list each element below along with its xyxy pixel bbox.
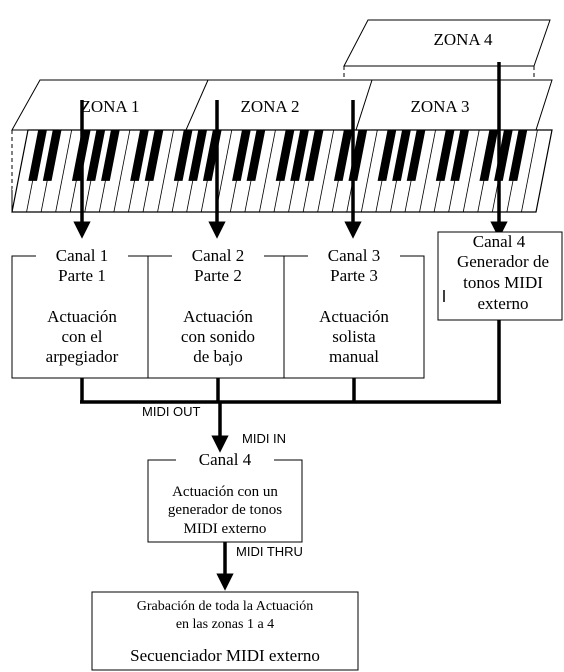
keyboard-keys xyxy=(26,129,538,213)
zone-3-label: ZONA 3 xyxy=(410,97,469,116)
generator-title: Canal 4 xyxy=(199,450,252,469)
black-key xyxy=(304,130,324,181)
midi-in-label: MIDI IN xyxy=(242,431,286,446)
part-boxes: Canal 1 Parte 1 Actuación con el arpegia… xyxy=(11,231,563,379)
black-key xyxy=(435,130,455,181)
white-key-edge xyxy=(360,129,378,213)
zone-2-label: ZONA 2 xyxy=(240,97,299,116)
part-box-2: Canal 2 Parte 2 Actuación con sonido de … xyxy=(147,246,289,379)
black-key xyxy=(479,130,499,181)
sequencer-name: Secuenciador MIDI externo xyxy=(130,646,320,665)
part-4-line-4: externo xyxy=(478,294,529,313)
midi-thru-label: MIDI THRU xyxy=(236,544,303,559)
part-3-line-1: Canal 3 xyxy=(328,246,380,265)
black-key xyxy=(392,130,411,181)
white-key-edge xyxy=(419,129,436,213)
zone-4-box: ZONA 4 xyxy=(343,19,551,212)
generator-line-1: Actuación con un xyxy=(172,484,278,500)
black-key xyxy=(86,130,106,181)
white-key-edge xyxy=(462,129,480,213)
sequencer-box: Grabación de toda la Actuación en las zo… xyxy=(91,591,359,671)
white-key-edge xyxy=(113,129,131,213)
keyboard xyxy=(11,129,553,213)
white-key-edge xyxy=(157,129,174,213)
black-key xyxy=(42,130,62,181)
white-key-edge xyxy=(317,129,335,213)
black-key xyxy=(101,130,120,181)
part-1-line-6: arpegiador xyxy=(46,347,119,366)
generator-line-2: generador de tonos xyxy=(168,502,282,518)
sequencer-line-2: en las zonas 1 a 4 xyxy=(176,617,274,632)
black-key xyxy=(508,130,528,181)
part-1-line-2: Parte 1 xyxy=(58,266,106,285)
part-3-line-2: Parte 3 xyxy=(330,266,378,285)
zone-1-label: ZONA 1 xyxy=(80,97,139,116)
black-key xyxy=(130,130,149,181)
generator-line-3: MIDI externo xyxy=(184,521,267,537)
white-key-edge xyxy=(521,129,538,213)
black-key xyxy=(450,130,470,181)
sequencer-line-1: Grabación de toda la Actuación xyxy=(137,599,313,614)
black-key xyxy=(144,130,164,181)
black-key xyxy=(406,130,426,181)
part-1-line-4: Actuación xyxy=(47,307,117,326)
part-4-line-1: Canal 4 xyxy=(473,232,526,251)
part-4-line-3: tonos MIDI xyxy=(463,273,543,292)
white-key-edge xyxy=(55,129,73,213)
part-2-line-1: Canal 2 xyxy=(192,246,244,265)
zone-strip: ZONA 1 ZONA 2 ZONA 3 xyxy=(11,79,553,212)
part-3-line-6: manual xyxy=(329,347,379,366)
white-key-edge xyxy=(259,129,276,213)
midi-out-label: MIDI OUT xyxy=(142,404,201,419)
part-box-3: Canal 3 Parte 3 Actuación solista manual xyxy=(283,246,425,379)
part-2-line-4: Actuación xyxy=(183,307,253,326)
black-key xyxy=(232,130,251,181)
part-2-line-5: con sonido xyxy=(181,327,255,346)
black-key xyxy=(188,130,208,181)
part-2-line-6: de bajo xyxy=(193,347,243,366)
black-key xyxy=(275,130,295,181)
generator-box: Canal 4 Actuación con un generador de to… xyxy=(147,450,303,543)
black-key xyxy=(246,130,266,181)
part-2-line-2: Parte 2 xyxy=(194,266,242,285)
part-3-line-4: Actuación xyxy=(319,307,389,326)
midi-bus xyxy=(80,320,501,453)
part-box-4: Canal 4 Generador de tonos MIDI externo xyxy=(437,231,563,321)
black-key xyxy=(290,130,309,181)
black-key xyxy=(28,130,47,181)
black-key xyxy=(377,130,397,181)
black-key xyxy=(173,130,193,181)
part-1-line-5: con el xyxy=(61,327,102,346)
part-1-line-1: Canal 1 xyxy=(56,246,108,265)
zone-4-label: ZONA 4 xyxy=(433,30,493,49)
black-key xyxy=(333,130,353,181)
part-4-line-2: Generador de xyxy=(457,252,549,271)
part-3-line-5: solista xyxy=(332,327,376,346)
zone-arrows xyxy=(73,62,508,239)
part-box-1: Canal 1 Parte 1 Actuación con el arpegia… xyxy=(11,246,153,379)
